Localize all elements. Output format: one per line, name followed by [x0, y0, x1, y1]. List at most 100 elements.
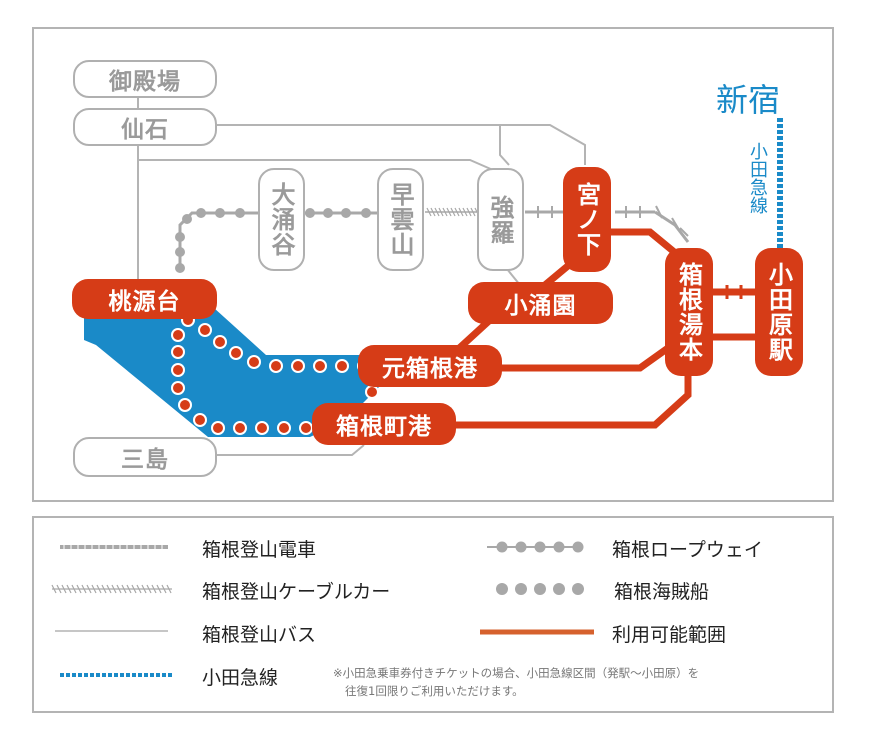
station-togendai-label: 桃源台	[108, 289, 181, 315]
legend-ship-dot	[534, 583, 546, 595]
pirate-ship-dot	[198, 323, 212, 337]
legend-cable-hatch-mark	[86, 584, 92, 594]
ropeway-dot	[235, 208, 245, 218]
ropeway-dot	[323, 208, 333, 218]
station-mishima[interactable]: 三島	[73, 437, 217, 477]
station-motohakone-port[interactable]: 元箱根港	[358, 345, 502, 387]
legend-cable-hatch-mark	[51, 584, 57, 594]
station-hakonemachi-port[interactable]: 箱根町港	[312, 403, 456, 445]
ropeway-dot	[175, 247, 185, 257]
station-miyanoshita-label: 宮ノ下	[572, 182, 601, 257]
pirate-ship-dot	[193, 413, 207, 427]
pirate-ship-route-dots	[171, 313, 379, 435]
pirate-ship-dot	[229, 346, 243, 360]
legend-cable-hatch-mark	[116, 584, 122, 594]
cablecar-hatch	[426, 207, 480, 217]
legend-ropeway-dot	[496, 541, 508, 553]
pirate-ship-dot	[365, 385, 379, 399]
legend-cable-hatch-mark	[56, 584, 62, 594]
station-gotemba[interactable]: 御殿場	[73, 60, 217, 98]
station-togendai[interactable]: 桃源台	[72, 279, 217, 319]
cablecar-hatch-mark	[450, 207, 456, 217]
pirate-ship-dot	[233, 421, 247, 435]
legend-note: ※小田急乗車券付きチケットの場合、小田急線区間（発駅〜小田原）を 往復1回限りご…	[333, 664, 699, 700]
pirate-ship-dot	[211, 421, 225, 435]
pirate-ship-dot	[299, 421, 313, 435]
station-owakudani[interactable]: 大涌谷	[258, 168, 305, 271]
map-frame	[32, 27, 834, 502]
legend-cable-hatch-mark	[156, 584, 162, 594]
legend-ropeway-dot	[572, 541, 584, 553]
pirate-ship-dot	[269, 359, 283, 373]
station-gora-label: 強羅	[486, 194, 514, 245]
ropeway-dot	[196, 208, 206, 218]
cablecar-hatch-mark	[438, 207, 444, 217]
legend-cable-hatch-mark	[96, 584, 102, 594]
station-miyanoshita[interactable]: 宮ノ下	[563, 167, 611, 272]
station-hakone-yumoto[interactable]: 箱根湯本	[665, 248, 713, 376]
station-kowakien-label: 小涌園	[504, 293, 577, 319]
station-sounzan[interactable]: 早雲山	[377, 168, 424, 271]
pirate-ship-dot	[178, 398, 192, 412]
pirate-ship-dot	[247, 355, 261, 369]
legend-cable-hatch-mark	[66, 584, 72, 594]
usable-range-rail-ticks	[725, 285, 743, 299]
legend-frame	[32, 516, 834, 713]
station-shinjuku[interactable]: 新宿	[716, 81, 781, 119]
odakyu-line-label: 小田急線	[747, 142, 768, 214]
legend-symbol-railway	[60, 545, 168, 549]
cablecar-hatch-mark	[466, 207, 472, 217]
legend-ship-dot	[496, 583, 508, 595]
legend-cable-hatch-mark	[76, 584, 82, 594]
legend-cable-hatch-mark	[106, 584, 112, 594]
station-sengokuhara-label: 仙石	[121, 117, 169, 143]
legend-note-line-2: 往復1回限りご利用いただけます。	[345, 684, 524, 698]
legend-ropeway-dot	[515, 541, 527, 553]
legend-symbol-pirate-ship	[496, 583, 584, 595]
ropeway-dot	[215, 208, 225, 218]
station-hakonemachi-port-label: 箱根町港	[336, 414, 432, 440]
pirate-ship-dot	[277, 421, 291, 435]
legend-ropeway-dot	[553, 541, 565, 553]
station-kowakien[interactable]: 小涌園	[468, 282, 613, 324]
cablecar-hatch-mark	[454, 207, 460, 217]
cablecar-hatch-mark	[446, 207, 452, 217]
cablecar-hatch-mark	[458, 207, 464, 217]
cablecar-hatch-mark	[430, 207, 436, 217]
pirate-ship-dot	[171, 328, 185, 342]
pirate-ship-dot	[335, 359, 349, 373]
ropeway-dot	[361, 208, 371, 218]
cablecar-hatch-mark	[462, 207, 468, 217]
station-hakone-yumoto-label: 箱根湯本	[674, 262, 703, 362]
pirate-ship-dot	[213, 335, 227, 349]
pirate-ship-dot	[313, 359, 327, 373]
bus-lines	[137, 97, 586, 456]
station-mishima-label: 三島	[121, 447, 169, 473]
legend-cable-hatch-mark	[61, 584, 67, 594]
cablecar-hatch-mark	[434, 207, 440, 217]
legend-cable-hatch-mark	[81, 584, 87, 594]
legend-ship-dot	[572, 583, 584, 595]
pirate-ship-dot	[291, 359, 305, 373]
station-odawara-label: 小田原駅	[764, 262, 793, 362]
ropeway-dots	[175, 208, 371, 273]
station-gora[interactable]: 強羅	[477, 168, 524, 271]
legend-cable-hatch-mark	[121, 584, 127, 594]
station-owakudani-label: 大涌谷	[267, 182, 295, 257]
legend-label-railway: 箱根登山電車	[202, 539, 317, 561]
station-sounzan-label: 早雲山	[386, 182, 414, 257]
legend-cable-hatch-mark	[111, 584, 117, 594]
station-sengokuhara[interactable]: 仙石	[73, 108, 217, 146]
legend-cable-hatch-mark	[136, 584, 142, 594]
legend-label-cablecar: 箱根登山ケーブルカー	[202, 581, 391, 603]
legend-label-pirate-ship: 箱根海賊船	[614, 581, 710, 603]
cablecar-hatch-mark	[442, 207, 448, 217]
legend-symbol-ropeway	[487, 541, 584, 553]
legend-cable-hatch-mark	[151, 584, 157, 594]
station-odawara[interactable]: 小田原駅	[755, 248, 803, 376]
legend-label-ropeway: 箱根ロープウェイ	[612, 539, 763, 561]
pirate-ship-dot	[171, 381, 185, 395]
legend-cable-hatch-mark	[101, 584, 107, 594]
legend-cable-hatch-mark	[146, 584, 152, 594]
legend-symbol-cablecar	[51, 584, 172, 594]
